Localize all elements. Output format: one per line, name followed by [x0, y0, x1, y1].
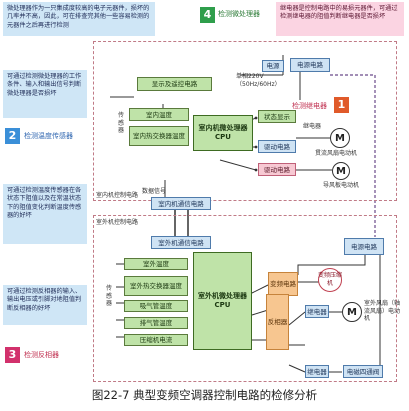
outdoor-fan-motor-icon: M: [342, 302, 362, 322]
outdoor-cpu: 室外机微处理器CPU: [193, 252, 252, 350]
outdoor-relay-1: 继电器: [305, 305, 329, 318]
four-way-valve: 电磁四通阀: [343, 365, 383, 378]
compressor-icon: [318, 268, 342, 292]
suction-temp-sensor: 吸气管温度: [124, 300, 188, 312]
exhaust-temp-sensor: 排气管温度: [124, 317, 188, 329]
indoor-power-circuit: 电源电路: [290, 58, 330, 72]
outdoor-coil-temp-sensor: 室外热交换器温度: [124, 276, 188, 296]
compressor-label: 变频压缩机: [318, 272, 343, 287]
hint-check-temp-sensor: 检测温度传感器: [24, 132, 73, 140]
outdoor-relay-2: 继电器: [305, 365, 329, 378]
outdoor-sensor-label: 传感器: [105, 285, 112, 307]
outdoor-temp-sensor: 室外温度: [124, 258, 188, 270]
note-temp-sensor: 可通过检测温度传感器在各状态下阻值以及在常温状态下的阻值变化判断温度传感器的好坏: [3, 184, 87, 244]
indoor-power: 电源: [262, 60, 284, 72]
status-display: 状态显示: [258, 110, 296, 123]
outdoor-control-region: [93, 215, 397, 382]
reactor: 反相器: [266, 294, 289, 350]
indoor-comm-circuit: 室内机通信电路: [151, 197, 211, 210]
note-cpu-detect: 可通过检测微处理器的工作条件、输入和输出信号判断微处理器是否损坏: [3, 70, 87, 118]
figure-caption: 图22-7 典型变频空调器控制电路的检修分析: [91, 388, 318, 402]
note-reactor-check: 可通过检测反相器的输入、输出电压或引脚对地阻值判断反相器的好坏: [3, 285, 87, 325]
ac-input-label: 单相220V（50Hz/60Hz）: [236, 73, 281, 88]
indoor-drive-circuit-1: 驱动电路: [258, 140, 296, 153]
indoor-control-region: [93, 41, 397, 201]
indoor-cpu: 室内机微处理器CPU: [193, 115, 253, 151]
indoor-drive-circuit-2: 驱动电路: [258, 163, 296, 176]
outdoor-power-circuit: 电源电路: [344, 238, 384, 255]
compressor-current-sensor: 压缩机电流: [124, 334, 188, 346]
note-cpu-reliability: 微处理器作为一只集成度较高的电子元器件，损坏的几率并不高，因此，可在排查完其他一…: [3, 2, 155, 36]
indoor-coil-temp-sensor: 室内热交换器温度: [129, 126, 189, 146]
indoor-fan-motor-icon: M: [330, 128, 350, 148]
step-badge-4: 4: [200, 7, 215, 23]
note-relay-check: 继电器是控制电路中的易损元器件，可通过检测继电器的阻值判断继电器是否损坏: [276, 2, 404, 36]
hint-check-relay: 检测继电器: [292, 102, 327, 110]
hint-check-reactor: 检测反相器: [24, 351, 59, 359]
outdoor-fan-label: 室外风扇（轴流风扇）电动机: [364, 300, 401, 322]
step-badge-3: 3: [5, 347, 20, 363]
data-signal-label: 数据信号: [142, 188, 167, 195]
indoor-fan-motor-label: 贯流风扇电动机: [315, 150, 358, 157]
louver-motor-label: 导风板电动机: [323, 182, 360, 189]
outdoor-comm-circuit: 室外机通信电路: [151, 236, 211, 249]
step-badge-2: 2: [5, 128, 20, 144]
step-badge-1: 1: [334, 97, 349, 113]
indoor-sensor-label: 传感器: [117, 112, 124, 134]
outdoor-region-label: 室外机控制电路: [96, 219, 139, 226]
louver-motor-icon: M: [332, 162, 350, 180]
display-remote-circuit: 显示及遥控电路: [137, 77, 212, 91]
indoor-relay-label: 继电器: [303, 123, 322, 130]
indoor-temp-sensor: 室内温度: [129, 108, 189, 121]
hint-check-cpu: 检测微处理器: [218, 10, 260, 18]
inverter-circuit: 变频电路: [268, 272, 298, 296]
indoor-region-label: 室内机控制电路: [96, 192, 139, 199]
